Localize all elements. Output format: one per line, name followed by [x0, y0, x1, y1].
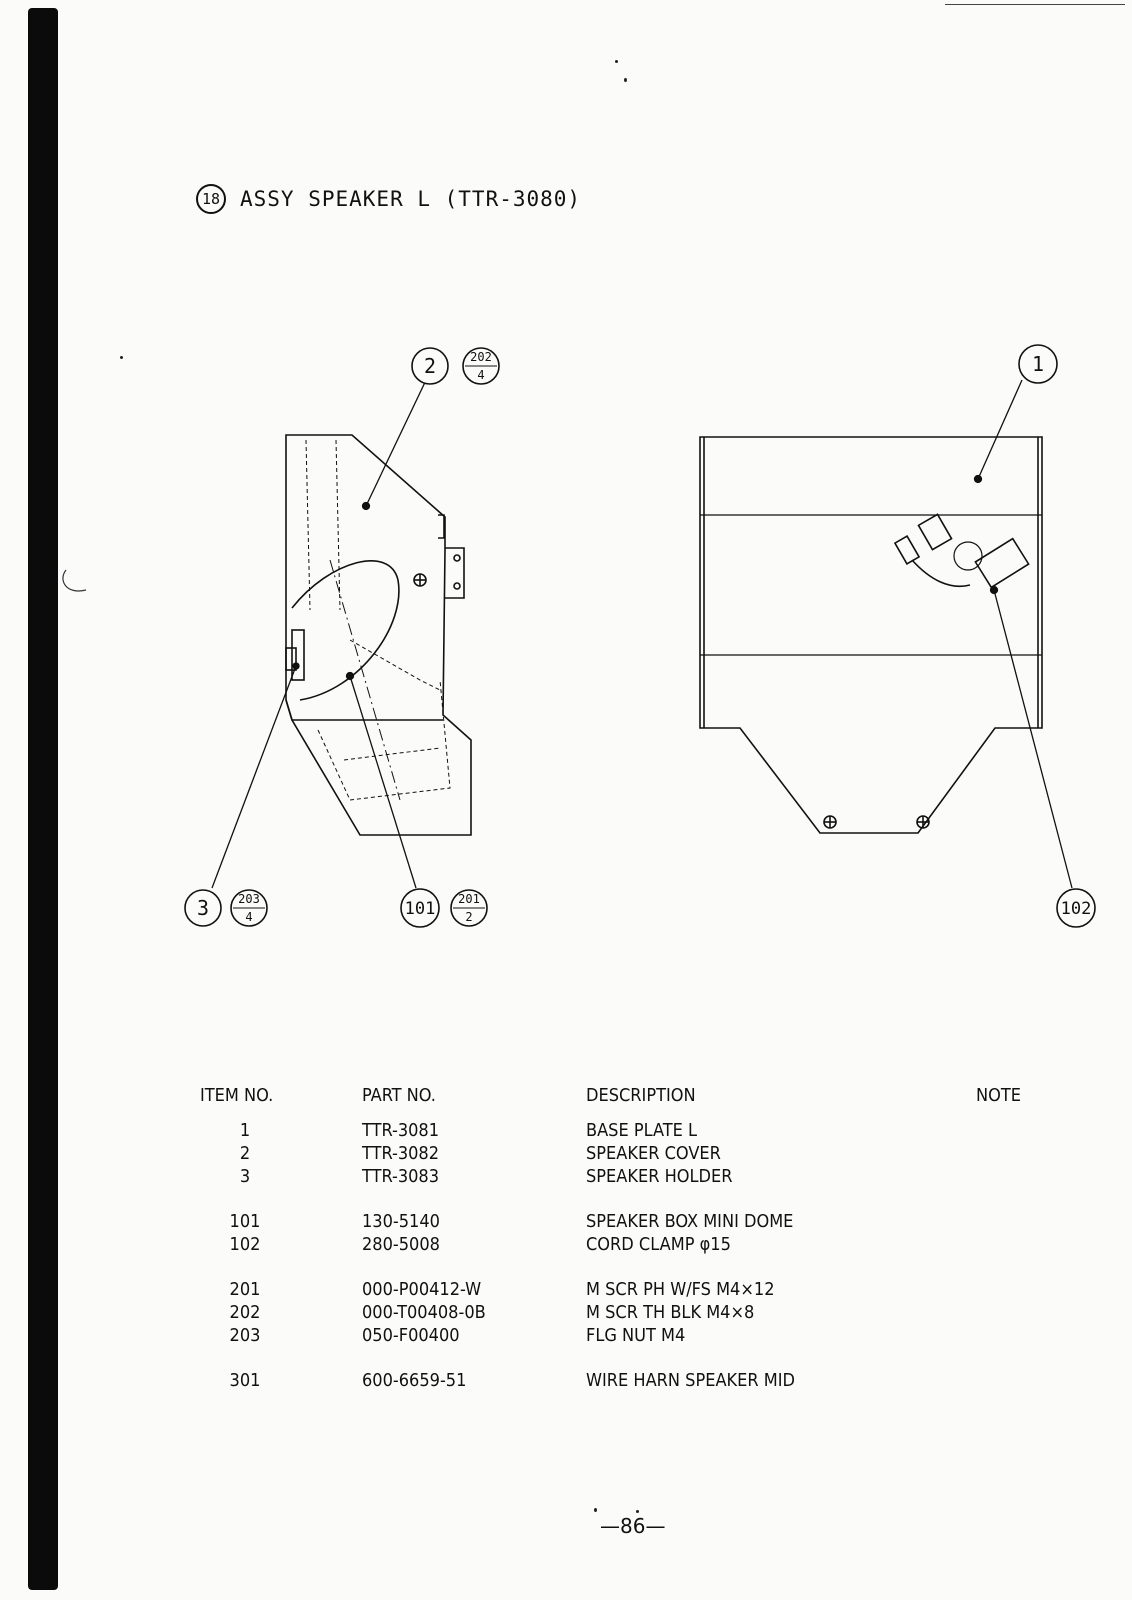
svg-text:2: 2 [465, 910, 472, 924]
table-row: 101 130-5140 SPEAKER BOX MINI DOME [229, 1211, 794, 1232]
svg-text:4: 4 [477, 368, 484, 382]
speck [120, 356, 123, 359]
svg-text:2: 2 [424, 354, 436, 378]
header-part-no: PART NO. [362, 1085, 436, 1106]
front-view [699, 436, 1043, 834]
section-number-badge: 18 [196, 184, 226, 214]
table-group: 1 TTR-3081 BASE PLATE L 2 TTR-3082 SPEAK… [200, 1119, 1060, 1188]
binder-edge [28, 8, 58, 1590]
assembly-title: ASSY SPEAKER L (TTR-3080) [240, 187, 582, 211]
table-row: 3 TTR-3083 SPEAKER HOLDER [239, 1166, 733, 1187]
svg-text:202: 202 [470, 350, 492, 364]
margin-mark [62, 569, 87, 592]
header-item-no: ITEM NO. [200, 1085, 274, 1106]
svg-text:102: 102 [1061, 899, 1092, 919]
svg-text:4: 4 [245, 910, 252, 924]
speck [594, 1508, 597, 1512]
page-number: —86— [600, 1514, 666, 1538]
leader-lines [211, 375, 1073, 889]
callouts: 2 202 4 1 3 203 4 101 201 2 10 [184, 344, 1096, 928]
table-group: 201 000-P00412-W M SCR PH W/FS M4×12 202… [200, 1278, 1060, 1347]
header-note: NOTE [976, 1085, 1021, 1106]
callout-1: 1 [1018, 344, 1058, 384]
svg-text:101: 101 [405, 899, 436, 919]
header-description: DESCRIPTION [586, 1085, 696, 1106]
callout-102: 102 [1056, 888, 1096, 928]
table-row: 301 600-6659-51 WIRE HARN SPEAKER MID [229, 1370, 795, 1391]
assembly-drawing: 2 202 4 1 3 203 4 101 201 2 10 [62, 344, 1096, 928]
svg-text:1: 1 [1032, 352, 1044, 376]
table-row: 1 TTR-3081 BASE PLATE L [239, 1120, 697, 1141]
svg-text:3: 3 [197, 896, 209, 920]
speck [615, 60, 618, 63]
table-row: 2 TTR-3082 SPEAKER COVER [239, 1143, 721, 1164]
table-group: 301 600-6659-51 WIRE HARN SPEAKER MID [200, 1369, 1060, 1392]
parts-table: ITEM NO. PART NO. DESCRIPTION NOTE 1 TTR… [200, 1084, 1060, 1414]
page-title: 18 ASSY SPEAKER L (TTR-3080) [196, 184, 581, 214]
table-row: 202 000-T00408-0B M SCR TH BLK M4×8 [229, 1302, 755, 1323]
side-view [285, 434, 472, 836]
callout-101: 101 201 2 [400, 888, 488, 928]
table-group: 101 130-5140 SPEAKER BOX MINI DOME 102 2… [200, 1210, 1060, 1256]
table-row: 201 000-P00412-W M SCR PH W/FS M4×12 [229, 1279, 775, 1300]
svg-text:201: 201 [458, 892, 480, 906]
table-header: ITEM NO. PART NO. DESCRIPTION NOTE [200, 1084, 1060, 1107]
svg-text:203: 203 [238, 892, 260, 906]
speck [636, 1510, 639, 1513]
table-row: 102 280-5008 CORD CLAMP φ15 [229, 1234, 731, 1255]
callout-2: 2 202 4 [411, 347, 500, 385]
speck [624, 78, 627, 82]
callout-3: 3 203 4 [184, 889, 268, 927]
table-row: 203 050-F00400 FLG NUT M4 [229, 1325, 686, 1346]
top-rule [945, 4, 1125, 5]
